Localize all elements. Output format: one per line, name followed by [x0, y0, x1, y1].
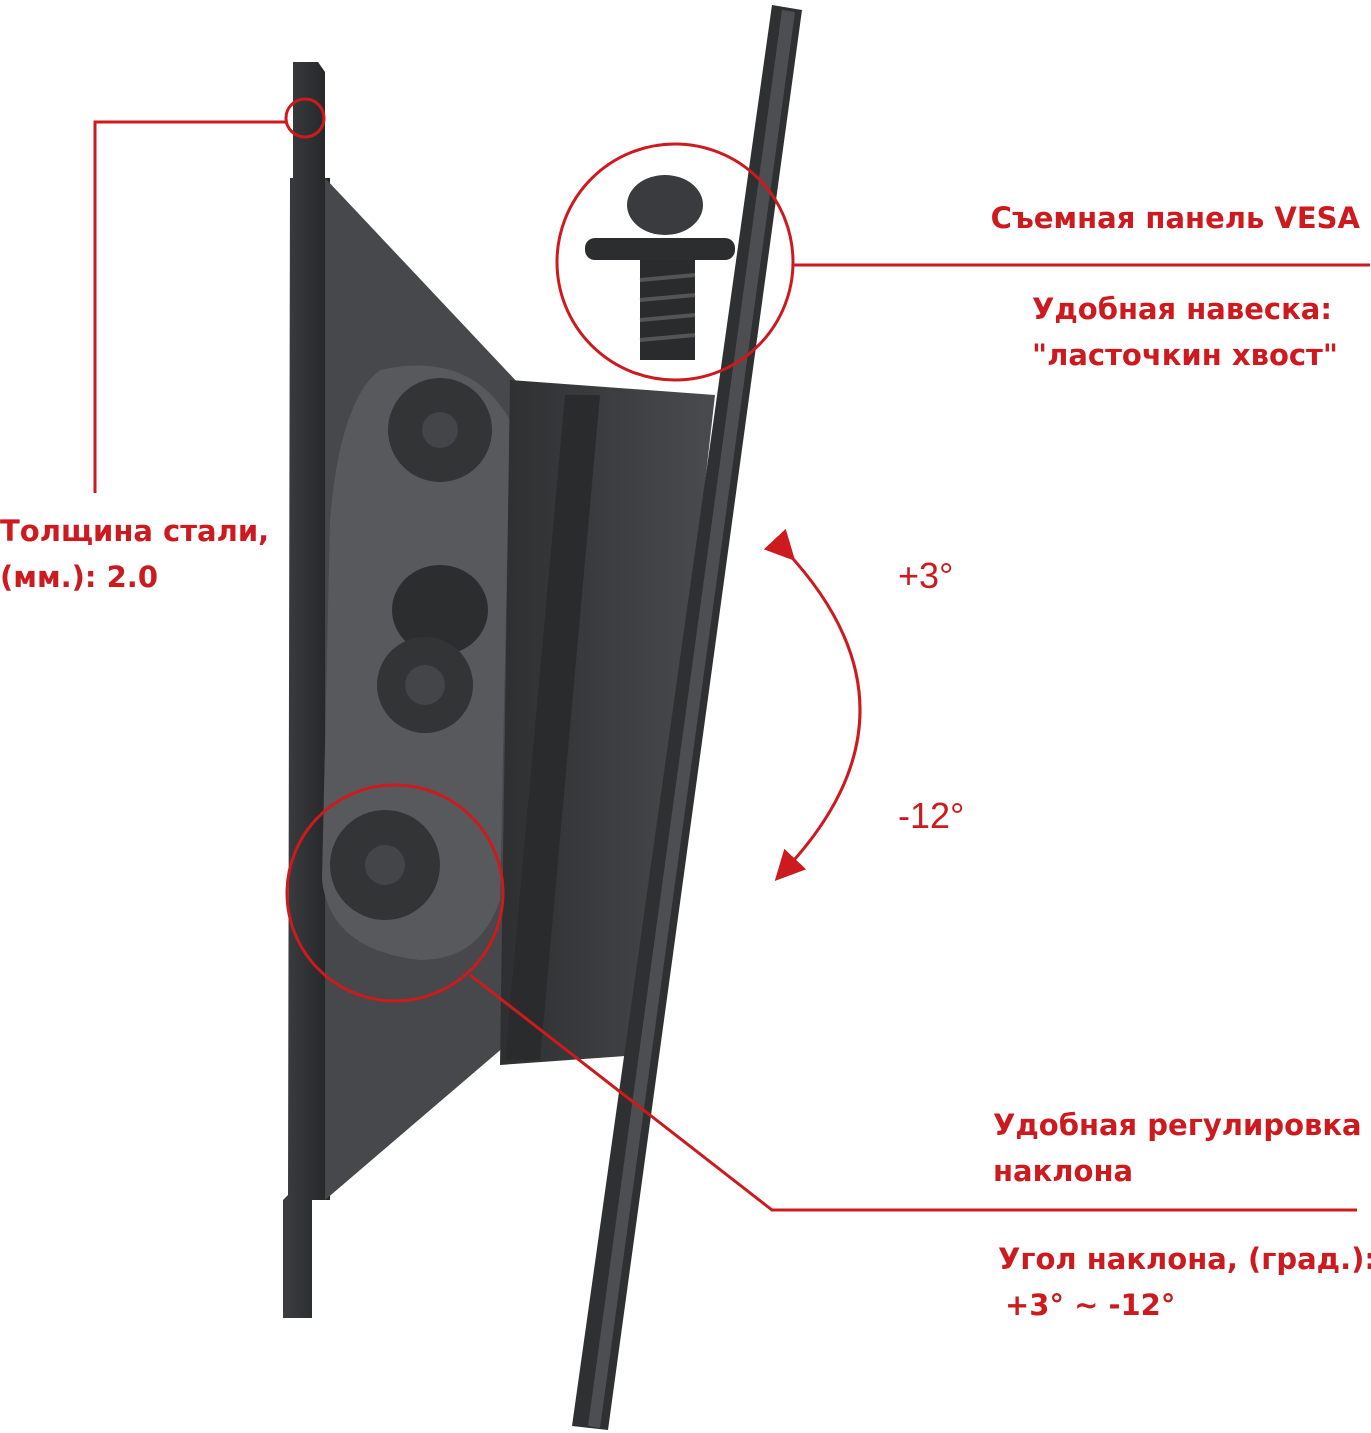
tilt-adjust-label-2: наклона — [993, 1154, 1134, 1188]
tilt-angle-value: +3° ~ -12° — [1005, 1288, 1176, 1322]
annotations — [93, 97, 1370, 1212]
tilt-adjust-label: Удобная регулировка — [993, 1108, 1362, 1142]
channel-bracket — [500, 380, 715, 1065]
tilt-callout-circle — [285, 783, 505, 1003]
tilt-leader-line — [469, 973, 1357, 1212]
steel-thickness-value: (мм.): 2.0 — [0, 560, 158, 594]
vesa-panel-label: Съемная панель VESA — [990, 201, 1360, 235]
mount-type-label: "ласточкин хвост" — [1032, 338, 1338, 372]
tilt-arc-arrow — [763, 528, 862, 881]
mount-label: Удобная навеска: — [1032, 292, 1332, 326]
tilt-down-label: -12° — [898, 795, 965, 836]
screw — [585, 175, 735, 360]
vesa-callout-circle — [555, 142, 795, 382]
bolts — [330, 378, 492, 920]
thickness-callout-circle — [284, 97, 326, 139]
thickness-leader-line — [93, 120, 286, 493]
vesa-plate — [572, 5, 802, 1430]
tilt-up-label: +3° — [898, 555, 954, 596]
steel-thickness-label: Толщина стали, — [0, 514, 270, 548]
tilt-angle-label: Угол наклона, (град.): — [998, 1242, 1371, 1276]
